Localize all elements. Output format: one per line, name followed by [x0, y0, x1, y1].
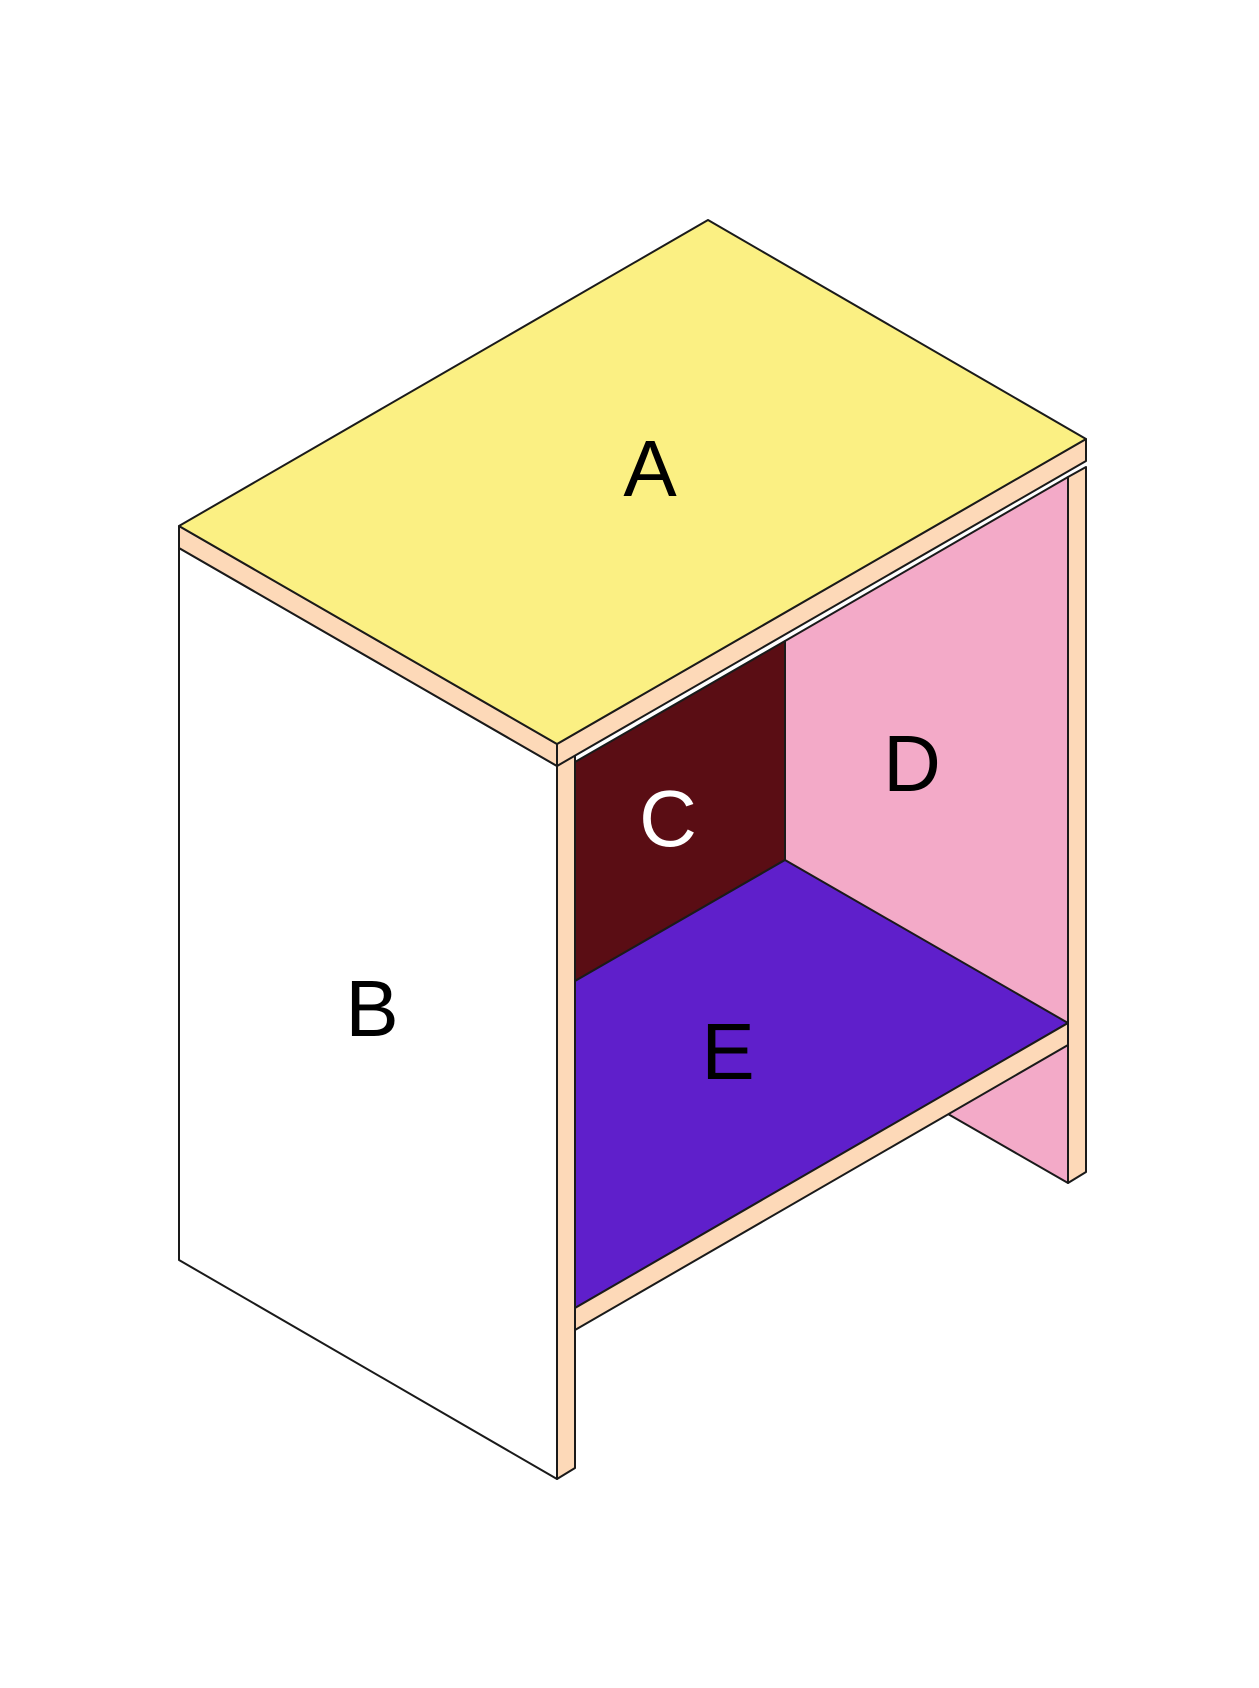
panel-a-label: A: [623, 424, 677, 513]
panel-d-front-edge: [1067, 466, 1087, 1184]
panel-e-label: E: [701, 1007, 754, 1096]
panel-b-label: B: [345, 964, 398, 1053]
panel-b-front-edge: [556, 754, 576, 1480]
panel-d-label: D: [883, 719, 941, 808]
panel-a: [178, 219, 1087, 745]
panel-c-label: C: [639, 774, 697, 863]
